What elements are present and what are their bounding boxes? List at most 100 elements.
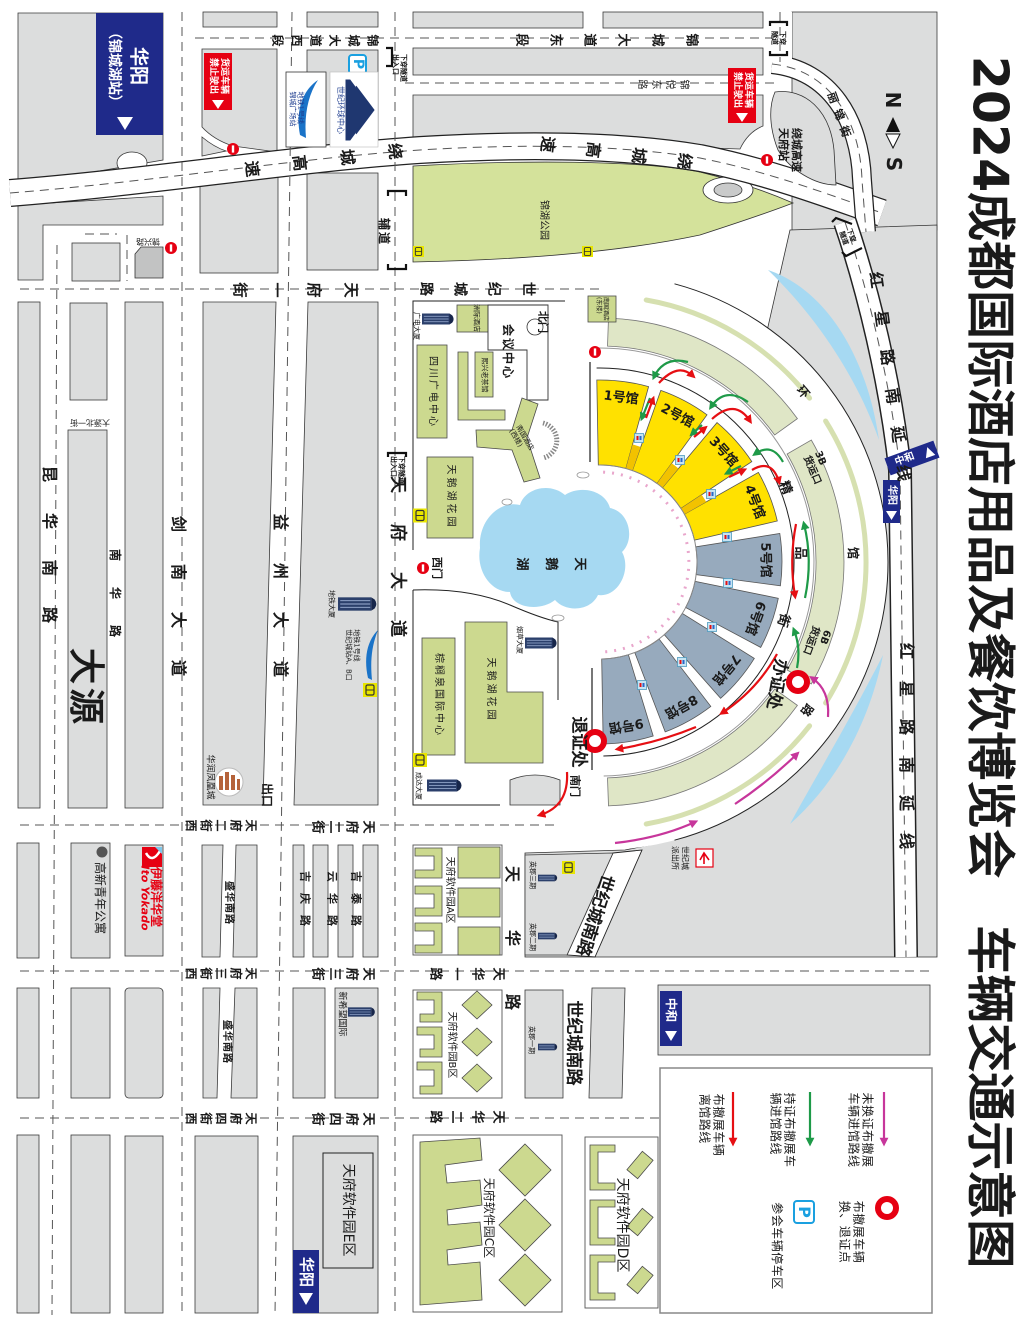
road-label-tianfu-3rd: 天府三街 bbox=[308, 964, 376, 980]
bus-stop-icon bbox=[413, 245, 424, 258]
freight-ban-text: 货运车辆禁止驶出 bbox=[732, 71, 753, 109]
tunnel-entrance-label: 下穿隧道出入口 bbox=[389, 456, 406, 484]
sign-zhonghe-south-text: 中和 bbox=[664, 997, 678, 1023]
ring-expressway bbox=[8, 132, 887, 227]
intercontinental-label: 洲际酒店 bbox=[472, 304, 481, 332]
tunnel-brackets bbox=[386, 20, 863, 457]
signs bbox=[96, 13, 940, 1313]
road-label-tianfu-2nd-west: 天府二街西 bbox=[182, 818, 258, 832]
global-center-label: 世纪环球中心 bbox=[336, 86, 345, 134]
building-icon bbox=[538, 932, 558, 940]
green-band-south bbox=[607, 688, 798, 807]
compass-arrow-south bbox=[885, 133, 901, 150]
tobacco-tower-label: 烟草大厦 bbox=[515, 626, 524, 654]
swan-garden-label: 天鹅湖花园 bbox=[445, 464, 456, 530]
metro-tower-label: 地铁大厦 bbox=[327, 590, 336, 618]
conference-area bbox=[412, 295, 630, 806]
jinhu-park-label: 锦湖公园 bbox=[538, 200, 549, 240]
outer-ring-char: 馆 bbox=[846, 546, 860, 560]
road-label-nanhua: 南华路 bbox=[108, 548, 122, 664]
freight-ban-text: 货运车辆禁止驶出 bbox=[208, 57, 229, 95]
building-icon bbox=[422, 313, 455, 325]
road-label-tianfu-3rd-west: 天府三街西 bbox=[182, 966, 258, 980]
permit-office-marker bbox=[786, 670, 810, 694]
bus-stop-icon bbox=[562, 860, 575, 875]
sign-huayang-text: 华阳 bbox=[127, 46, 150, 86]
road-label-tianfu-4th-west: 天府四街西 bbox=[182, 1111, 258, 1125]
legend-item-permit-point: 布撤展车辆换、退证点 bbox=[837, 1200, 866, 1264]
huarun-label: 华润凤凰城 bbox=[204, 754, 215, 800]
road-label-yunhua: 云华路 bbox=[325, 871, 339, 937]
south-gate-label: 南门 bbox=[568, 775, 582, 797]
road-label-shijicheng: 世纪城路 bbox=[400, 280, 536, 296]
metro-shijicheng-label: 地铁1号线世纪城站A、B口 bbox=[344, 629, 361, 681]
exit-label: 出口 bbox=[260, 782, 274, 808]
ring-tianfu-station-label: 绕城高速天府站 bbox=[777, 128, 804, 172]
bus-stop-icon bbox=[413, 508, 427, 523]
road-label-tianhua: 天华路 bbox=[503, 865, 522, 1059]
youth-apartment-label: 高新青年公寓 bbox=[93, 861, 107, 935]
west-gate-label: 西门 bbox=[430, 557, 444, 579]
sign-jinchenghu-text: （锦城湖站） bbox=[106, 25, 122, 109]
road-label-jiannan-avenue: 剑南大道 bbox=[169, 515, 188, 709]
swan-lake bbox=[479, 487, 630, 609]
road-label-tianfu-2nd: 天府二街 bbox=[308, 817, 376, 833]
road-label-tianhua-1st: 天华一路 bbox=[422, 964, 506, 980]
no-entry-icon bbox=[227, 143, 239, 155]
sign-huayang-east-text: 华阳 bbox=[886, 485, 897, 505]
road-label-service-road: 辅道 bbox=[377, 217, 391, 247]
route-arrows bbox=[536, 359, 830, 845]
jinhu-park bbox=[412, 161, 795, 263]
zhonghe-sign-east bbox=[884, 440, 940, 476]
ito-yokado-en-label: Ito Yokado bbox=[138, 865, 152, 931]
ito-yokado-cn-label: 伊藤洋华堂 bbox=[149, 866, 163, 928]
hall-label-1: 1号馆 bbox=[602, 388, 640, 408]
software-park-e-label: 天府软件园E区 bbox=[340, 1163, 356, 1257]
road-label-shenghua-south-2: 盛华南路 bbox=[221, 1020, 232, 1064]
road-label-tianhua-2nd: 天华二路 bbox=[422, 1107, 506, 1123]
software-parks bbox=[412, 844, 931, 1313]
map-title: 2024成都国际酒店用品及餐饮博览会 车辆交通示意图 bbox=[961, 55, 1019, 1269]
legend-item-exit-route: 布撤展车辆离馆路线 bbox=[697, 1093, 726, 1157]
road-label-jinyue-east: 锦悦东路 bbox=[634, 77, 690, 88]
road-label-jincheng-east: 锦城大道东段 bbox=[495, 30, 699, 46]
permit-return-marker bbox=[583, 729, 607, 753]
software-park-c-label: 天府软件园C区 bbox=[482, 1177, 496, 1259]
permit-return-label: 退证处 bbox=[568, 716, 589, 768]
tunnel-label: 下穿隧道 bbox=[770, 31, 787, 45]
compass-south: S bbox=[882, 156, 906, 172]
road-centerlines bbox=[20, 11, 930, 1316]
zhonghe-sign-south bbox=[660, 991, 682, 1046]
apartment-icon bbox=[96, 846, 108, 858]
lijin-street-loop bbox=[764, 12, 876, 233]
no-entry-icon bbox=[589, 346, 601, 358]
road-label-kunhua-south: 昆华南路 bbox=[40, 465, 59, 655]
road-label-jiqing: 吉庆路 bbox=[298, 871, 312, 937]
compass-north: N bbox=[881, 91, 905, 109]
yingjun-1-label: 英郡一期 bbox=[527, 1026, 536, 1054]
green-band-north bbox=[607, 317, 798, 436]
road-label-jincheng-west: 锦城大道西段 bbox=[265, 33, 379, 47]
global-center-logo bbox=[345, 79, 375, 141]
chengda-tower-label: 成达大厦 bbox=[414, 772, 423, 800]
bus-stop-icon bbox=[363, 683, 377, 697]
teahouse-label: 熙兴老茶馆 bbox=[480, 357, 489, 393]
building-icon bbox=[338, 596, 377, 612]
legend bbox=[659, 1067, 933, 1314]
conference-center-label: 会议中心 bbox=[501, 323, 515, 381]
road-label-tianfu-avenue: 天府大道 bbox=[387, 476, 408, 668]
legend-item-parking: 参会车辆停车区 bbox=[770, 1202, 784, 1290]
road-label-tianfu-1st: 天府一街 bbox=[211, 280, 359, 299]
road-label-tianfu-4th: 天府四街 bbox=[308, 1109, 376, 1125]
metro-icon bbox=[366, 630, 378, 680]
metro-jincheng-label: 地铁1号线锦城广场站 bbox=[288, 91, 305, 127]
legend-red-ring bbox=[875, 1196, 899, 1220]
road-label-hongxing-south: 红星路南延线 bbox=[897, 642, 916, 872]
software-park-d-label: 天府软件园D区 bbox=[614, 1177, 630, 1273]
building-icon bbox=[538, 874, 558, 882]
software-park-b-label: 天府软件园B区 bbox=[446, 1011, 457, 1079]
legend-item-unexchanged-entry: 未换证布撤展车辆进馆路线 bbox=[846, 1092, 875, 1168]
yingjun-3-label: 英郡三期 bbox=[528, 861, 537, 889]
